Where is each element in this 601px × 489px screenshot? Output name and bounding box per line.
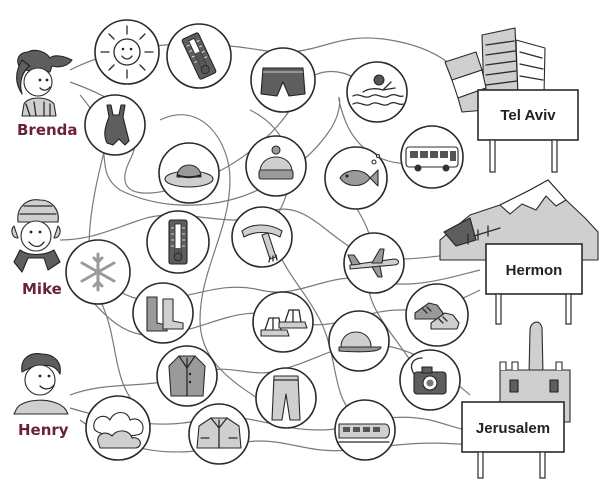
sign-post-icon — [565, 293, 572, 325]
sign-post-icon — [495, 293, 502, 325]
sneakers-icon — [405, 283, 469, 347]
cap-icon — [328, 310, 390, 372]
sun-icon — [94, 19, 160, 85]
destination-label-hermon: Hermon — [506, 262, 563, 279]
swimmer-icon — [346, 61, 408, 123]
sun-hat-icon — [158, 142, 220, 204]
airplane-icon — [343, 232, 405, 294]
jacket-icon — [188, 403, 250, 465]
sign-jerusalem — [461, 401, 565, 453]
jeans-icon — [255, 367, 317, 429]
clouds-icon — [85, 395, 151, 461]
boots-icon — [132, 282, 194, 344]
mountain-icon — [439, 179, 599, 261]
destination-label-tel-aviv: Tel Aviv — [500, 107, 556, 124]
train-icon — [334, 399, 396, 461]
child-brenda: Brenda — [16, 49, 78, 139]
sandals-icon — [252, 291, 314, 353]
destination-hermon: Hermon — [439, 179, 599, 325]
child-henry: Henry — [13, 353, 69, 439]
bus-icon — [400, 125, 464, 189]
swimsuit-icon — [84, 94, 146, 156]
child-name-mike: Mike — [22, 280, 62, 298]
sign-post-icon — [489, 139, 496, 173]
destination-tel-aviv: Tel Aviv — [444, 27, 579, 173]
henry-face-icon — [13, 353, 69, 415]
child-name-henry: Henry — [18, 421, 69, 439]
scarf-icon — [231, 206, 293, 268]
camera-icon — [399, 349, 461, 411]
sign-tel-aviv — [477, 89, 579, 141]
mike-face-icon — [11, 199, 61, 273]
destination-label-jerusalem: Jerusalem — [476, 420, 550, 437]
brenda-face-icon — [16, 49, 73, 117]
child-name-brenda: Brenda — [17, 121, 78, 139]
fish-icon — [324, 146, 388, 210]
thermometer-cold-icon — [146, 210, 210, 274]
child-mike: Mike — [11, 199, 62, 298]
sign-post-icon — [539, 451, 546, 479]
thermometer-icon — [166, 23, 232, 89]
shorts-icon — [250, 47, 316, 113]
sign-hermon — [485, 243, 583, 295]
destination-jerusalem: Jerusalem — [461, 321, 571, 479]
sign-post-icon — [551, 139, 558, 173]
sign-post-icon — [477, 451, 484, 479]
snowflake-icon — [65, 239, 131, 305]
coat-icon — [156, 345, 218, 407]
wool-hat-icon — [245, 135, 307, 197]
